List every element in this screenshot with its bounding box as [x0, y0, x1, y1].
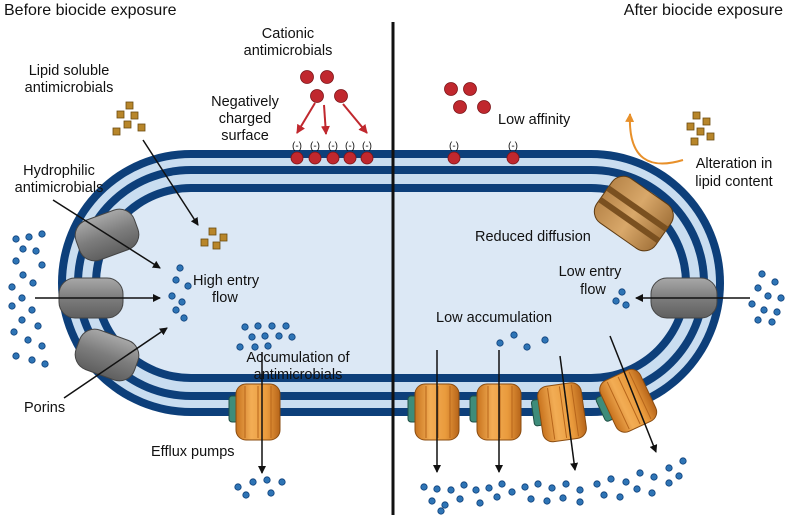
svg-text:(-): (-): [508, 141, 518, 152]
bound-cations-right: [447, 151, 520, 165]
label-low-entry-1: Low entry: [559, 264, 623, 280]
efflux-arrows-right: [433, 335, 658, 473]
label-accumulation-2: antimicrobials: [254, 367, 343, 383]
label-cationic-2: antimicrobials: [244, 43, 333, 59]
heading-after: After biocide exposure: [624, 2, 783, 19]
efflux-pump-right-1: [407, 383, 460, 441]
label-lipid-soluble-1: Lipid soluble: [29, 63, 110, 79]
label-negative-1: Negatively: [211, 94, 279, 110]
efflux-pump-left: [228, 383, 281, 441]
negative-charges-right: (-) (-): [449, 141, 518, 152]
label-lipid-soluble-2: antimicrobials: [25, 80, 114, 96]
accumulated-particles-right: [496, 331, 549, 351]
label-high-entry-1: High entry: [193, 273, 260, 289]
hydrophilic-particles-inside-left: [168, 264, 192, 322]
alteration-arrow: [625, 113, 684, 165]
lipid-particles-right: [686, 111, 715, 146]
svg-text:(-): (-): [328, 141, 338, 152]
label-cationic-1: Cationic: [262, 26, 314, 42]
lipid-diffusion-arrow: [142, 139, 199, 226]
bound-cations-left: [290, 151, 374, 165]
label-low-accumulation: Low accumulation: [436, 310, 552, 326]
svg-text:(-): (-): [310, 141, 320, 152]
svg-text:(-): (-): [362, 141, 372, 152]
label-low-entry-2: flow: [580, 282, 606, 298]
altered-lipid-barrel: [593, 175, 674, 252]
hydrophilic-particles-inside-right: [612, 288, 630, 309]
label-high-entry-2: flow: [212, 290, 238, 306]
expelled-particles-right: [420, 457, 687, 515]
porin-bottom-left: [74, 328, 140, 382]
label-porins: Porins: [24, 400, 65, 416]
label-reduced-diffusion: Reduced diffusion: [475, 229, 591, 245]
cationic-attraction-arrows: [296, 102, 368, 135]
label-low-affinity: Low affinity: [498, 112, 571, 128]
label-efflux-pumps: Efflux pumps: [151, 444, 235, 460]
label-negative-2: charged: [219, 111, 271, 127]
efflux-pump-right-2: [469, 383, 522, 441]
label-alteration-2: lipid content: [695, 174, 772, 190]
label-alteration-1: Alteration in: [696, 156, 773, 172]
efflux-pump-right-3: [530, 382, 587, 443]
label-hydrophilic-1: Hydrophilic: [23, 163, 95, 179]
heading-before: Before biocide exposure: [4, 2, 177, 19]
hydrophilic-entry-arrows: [35, 199, 168, 399]
cationic-particles-right: [444, 82, 491, 114]
svg-text:(-): (-): [345, 141, 355, 152]
hydrophilic-particles-outside-right: [748, 270, 785, 326]
lipid-particles-outside: [112, 101, 146, 136]
accumulated-particles-left: [236, 322, 296, 351]
label-negative-3: surface: [221, 128, 269, 144]
label-hydrophilic-2: antimicrobials: [15, 180, 104, 196]
lipid-particles-inside: [200, 227, 228, 250]
label-accumulation-1: Accumulation of: [246, 350, 350, 366]
expelled-particles-left: [234, 476, 286, 499]
svg-text:(-): (-): [449, 141, 459, 152]
hydrophilic-particles-outside-left: [8, 230, 49, 368]
cationic-particles-left: [300, 70, 348, 103]
negative-charges-left: (-) (-) (-) (-) (-): [292, 141, 372, 152]
bacterial-cell: [58, 150, 724, 416]
svg-text:(-): (-): [292, 141, 302, 152]
